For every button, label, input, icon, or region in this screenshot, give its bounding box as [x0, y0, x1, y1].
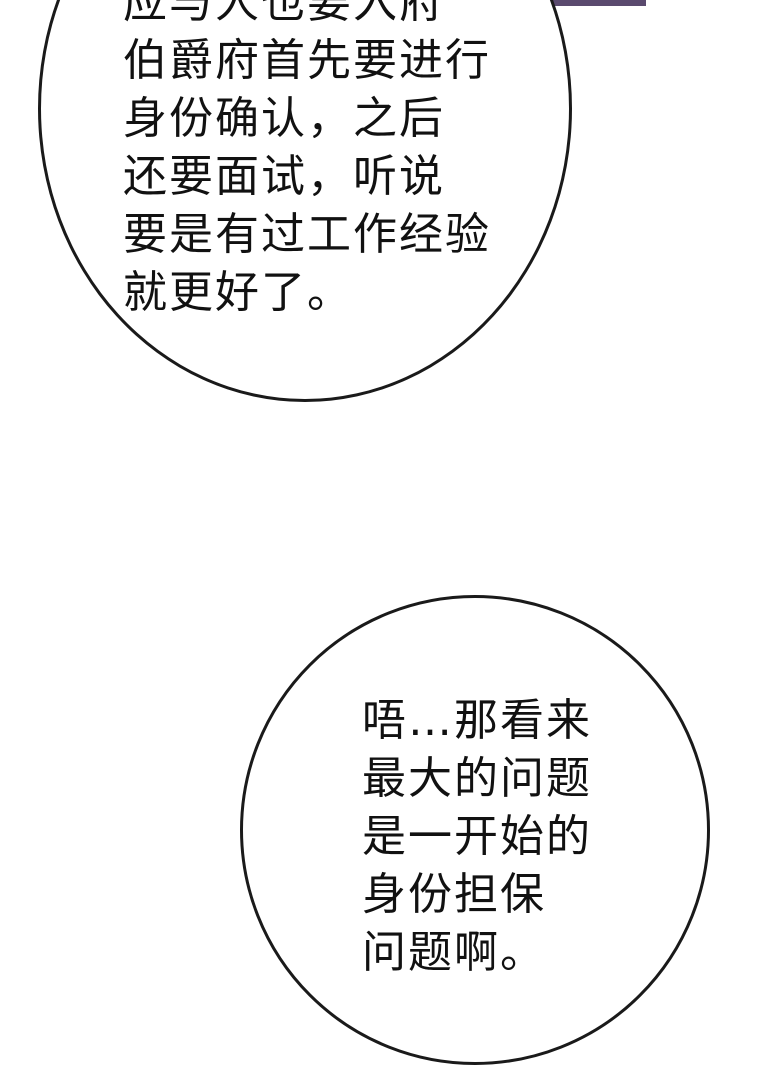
speech-text-top: 应与人也要入府 伯爵府首先要进行 身份确认，之后 还要面试，听说 要是有过工作经…: [123, 0, 491, 322]
speech-line: 最大的问题: [362, 753, 592, 804]
speech-line: 是一开始的: [362, 811, 592, 862]
speech-line: 还要面试，听说: [123, 151, 445, 202]
speech-line: 就更好了。: [123, 267, 353, 318]
speech-text-bottom: 唔…那看来 最大的问题 是一开始的 身份担保 问题啊。: [362, 692, 592, 982]
speech-line: 问题啊。: [362, 927, 546, 978]
speech-line: 应与人也要入府: [123, 0, 445, 28]
panel-edge-strip: [534, 0, 646, 6]
speech-line: 伯爵府首先要进行: [123, 35, 491, 86]
speech-line: 身份担保: [362, 869, 546, 920]
speech-line: 唔…那看来: [362, 695, 592, 746]
speech-line: 身份确认，之后: [123, 93, 445, 144]
speech-line: 要是有过工作经验: [123, 209, 491, 260]
